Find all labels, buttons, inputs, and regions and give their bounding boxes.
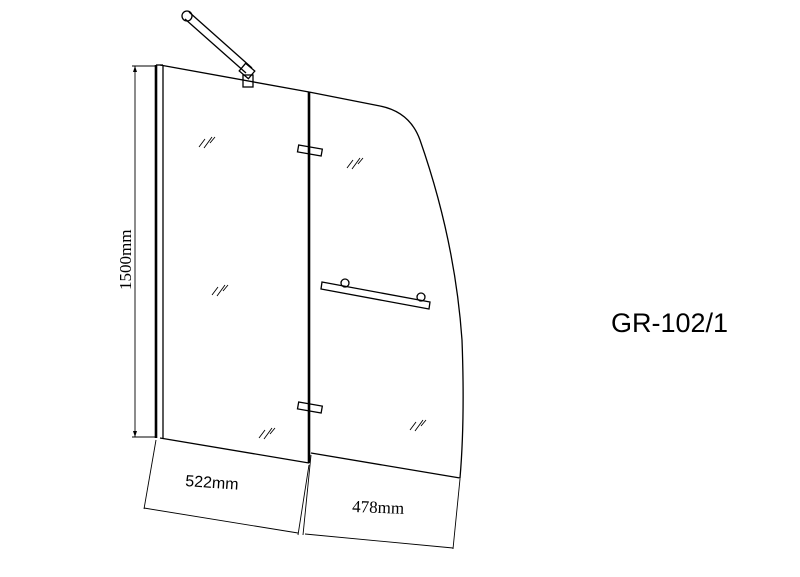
hinge-bottom bbox=[296, 401, 324, 414]
right-width-label: 478mm bbox=[352, 497, 405, 518]
towel-bar bbox=[320, 278, 431, 310]
hinge-top bbox=[296, 144, 324, 157]
model-number: GR-102/1 bbox=[611, 308, 728, 338]
left-panel bbox=[154, 64, 310, 464]
height-dimension bbox=[132, 65, 156, 438]
width-dimensions bbox=[143, 439, 461, 550]
wall-support-arm bbox=[181, 10, 256, 88]
left-width-label: 522mm bbox=[185, 473, 239, 494]
height-label: 1500mm bbox=[116, 230, 135, 290]
right-curved-panel bbox=[308, 91, 464, 479]
glass-reflection-marks bbox=[198, 136, 427, 440]
